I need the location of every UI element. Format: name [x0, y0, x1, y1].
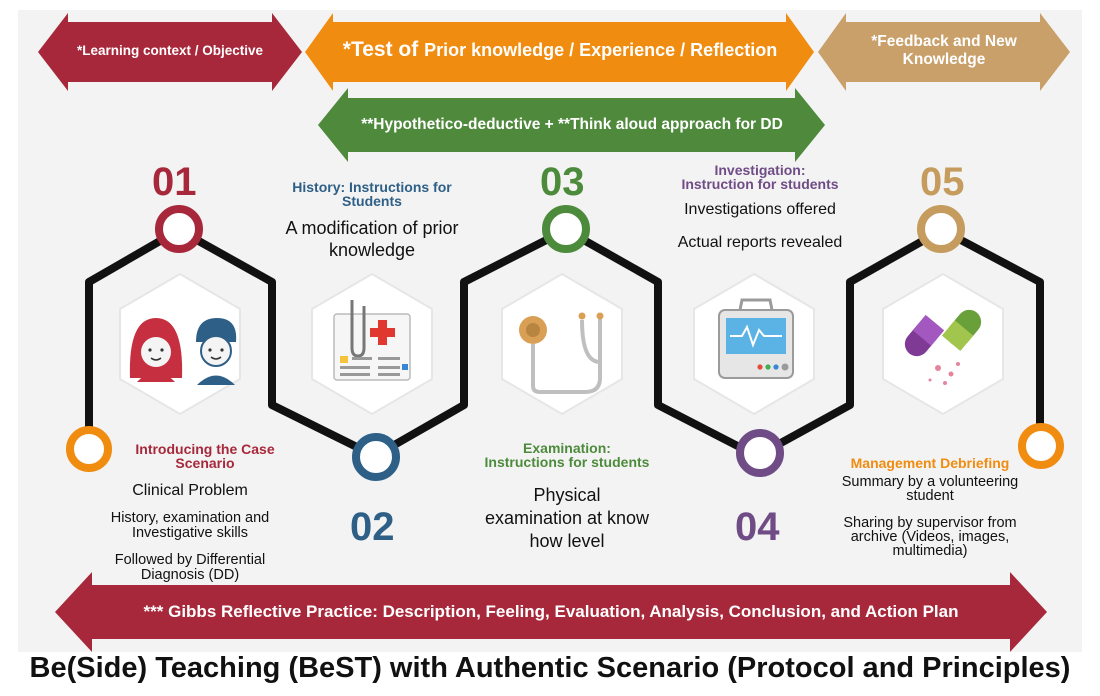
page-title: Be(Side) Teaching (BeST) with Authentic …: [29, 652, 1071, 684]
step-number-01: 01: [152, 160, 197, 204]
prior-knowledge-arrow: [305, 13, 814, 91]
clipboard-medical-icon: [333, 300, 411, 381]
step-02-title: History: Instructions for Students: [262, 180, 482, 208]
step-02-title-line-2: Students: [342, 193, 402, 209]
step-01-line-4: Followed by Differential: [114, 552, 266, 568]
node-02-ring: [352, 433, 400, 481]
feedback-arrow: [818, 13, 1070, 91]
step-05-title: Management Debriefing: [830, 456, 1030, 470]
step-04-line-2: Actual reports revealed: [677, 234, 843, 251]
step-02-line-1: A modification of prior: [285, 218, 459, 238]
step-03-line-2: examination at know: [484, 508, 650, 528]
step-01-line-5: Diagnosis (DD): [140, 567, 240, 583]
step-05-title-line-1: Management Debriefing: [850, 455, 1010, 471]
step-05-line-2: student: [906, 488, 954, 504]
step-04-title: Investigation: Instruction for students: [650, 163, 870, 191]
step-number-03: 03: [540, 160, 585, 204]
step-05-line-4: archive (Videos, images,: [850, 529, 1010, 545]
pills-icon: [904, 309, 982, 385]
step-01-line-2: History, examination and: [110, 510, 270, 526]
node-03-ring: [542, 205, 590, 253]
step-03-line-1: Physical: [533, 485, 601, 505]
prior-knowledge-label: *Test of Prior knowledge / Experience / …: [320, 38, 800, 62]
step-01-title-line-2: Scenario: [175, 455, 235, 471]
node-end-ring: [1018, 423, 1064, 469]
step-01-line-3: Investigative skills: [131, 525, 249, 541]
man-woman-icon: [129, 318, 237, 385]
gibbs-reflective-arrow: [55, 572, 1047, 652]
prior-knowledge-text: Prior knowledge / Experience / Reflectio…: [424, 40, 778, 60]
step-03-title: Examination: Instructions for students: [462, 441, 672, 469]
step-03-title-line-1: Examination:: [523, 440, 611, 456]
step-number-02: 02: [350, 505, 395, 549]
step-number-05: 05: [920, 160, 965, 204]
node-start-ring: [66, 426, 112, 472]
hexagon-05: [882, 272, 1004, 416]
step-number-04: 04: [735, 505, 780, 549]
step-03-title-line-2: Instructions for students: [484, 454, 650, 470]
node-01-ring: [155, 205, 203, 253]
step-03-line-3: how level: [529, 531, 605, 551]
step-02-title-line-1: History: Instructions for: [292, 179, 452, 195]
learning-context-label: *Learning context / Objective: [76, 43, 264, 58]
step-05-line-1: Summary by a volunteering: [841, 474, 1019, 490]
step-01-title-line-1: Introducing the Case: [135, 441, 275, 457]
gibbs-reflective-label: *** Gibbs Reflective Practice: Descripti…: [143, 602, 959, 621]
monitor-icon: [718, 298, 794, 379]
node-05-ring: [917, 205, 965, 253]
step-05-line-3: Sharing by supervisor from: [843, 515, 1017, 531]
step-04-title-line-1: Investigation:: [714, 162, 806, 178]
stethoscope-icon: [519, 312, 604, 394]
feedback-line-2: Knowledge: [902, 50, 986, 68]
learning-context-arrow: [38, 13, 302, 91]
step-04-title-line-2: Instruction for students: [681, 176, 839, 192]
node-04-ring: [736, 429, 784, 477]
feedback-line-1: *Feedback and New: [871, 33, 1017, 50]
hypothetico-label: **Hypothetico-deductive + **Think aloud …: [361, 116, 783, 133]
step-02-line-2: knowledge: [328, 240, 416, 260]
hypothetico-deductive-arrow: [318, 88, 825, 162]
step-01-title: Introducing the Case Scenario: [105, 442, 305, 470]
step-01-line-1: Clinical Problem: [132, 482, 248, 499]
step-04-line-1: Investigations offered: [684, 201, 836, 218]
test-of-text: *Test of: [342, 38, 425, 61]
step-05-line-5: multimedia): [892, 543, 968, 559]
